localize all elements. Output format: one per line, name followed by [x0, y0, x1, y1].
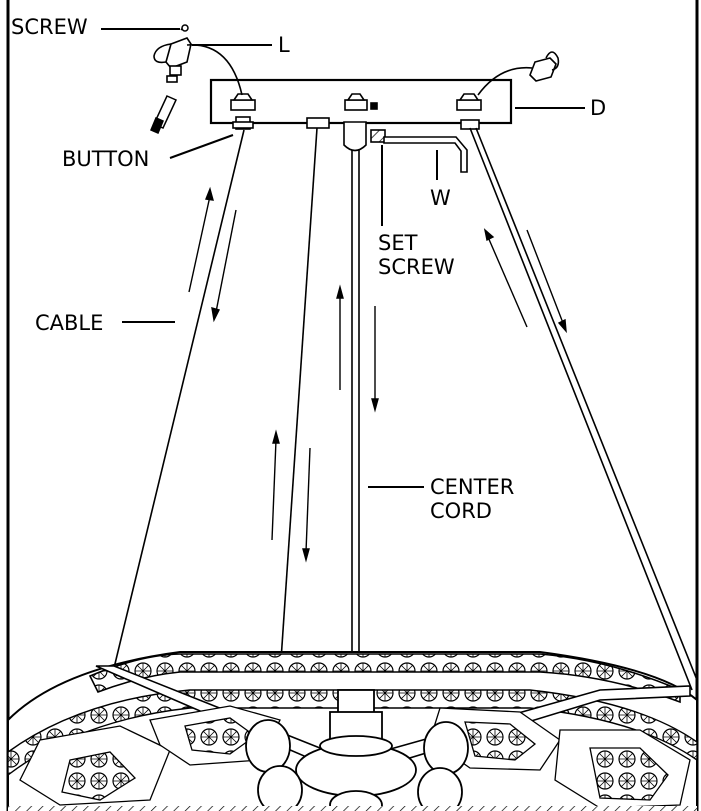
arrow-up-right [483, 228, 528, 328]
screw-part [180, 24, 189, 32]
socket-2 [423, 721, 469, 775]
socket-1 [245, 719, 291, 773]
arrow-down-center-2 [302, 447, 311, 563]
bottom-trim [8, 806, 697, 811]
chandelier-body [7, 651, 698, 811]
label-center-cord-line2: CORD [430, 499, 492, 523]
label-screw: SCREW [11, 15, 88, 39]
cable-left-outer [113, 129, 245, 669]
diamond-panel-left [19, 725, 171, 806]
cable-right-inner [469, 127, 693, 691]
label-d: D [590, 96, 606, 120]
diamond-panel-right [554, 729, 691, 809]
arrow-down-right [526, 229, 567, 334]
label-w: W [430, 186, 451, 210]
center-cord [351, 150, 360, 700]
cable-gripper-left [150, 95, 178, 134]
cable-button-left [230, 93, 256, 130]
light-sockets [245, 719, 469, 811]
allen-wrench [383, 136, 468, 173]
arrow-down-center-1 [371, 306, 379, 413]
cable-right-outer [475, 127, 698, 681]
direction-arrows [188, 186, 567, 563]
arrow-up-left-1 [188, 186, 214, 293]
label-set-screw-line1: SET [378, 231, 418, 255]
center-nut [344, 93, 378, 111]
label-set-screw-line2: SCREW [378, 255, 455, 279]
arrow-up-center-2 [271, 429, 280, 541]
cable-button-right [456, 93, 482, 130]
leader-lines [101, 28, 585, 488]
arrow-up-center-1 [336, 284, 344, 390]
socket-3 [257, 765, 303, 811]
crystal-band [88, 653, 681, 704]
label-l: L [278, 33, 290, 57]
label-cable: CABLE [35, 311, 103, 335]
labels: SCREW L D BUTTON W SET SCREW CABLE CENTE… [11, 15, 606, 523]
arrow-down-left-1 [211, 209, 237, 323]
label-button: BUTTON [62, 147, 149, 171]
cord-button-center-left [306, 117, 330, 129]
center-fixture [295, 689, 417, 797]
label-center-cord-line1: CENTER [430, 475, 514, 499]
socket-4 [417, 767, 463, 811]
leader-button [169, 134, 234, 159]
center-hub [343, 121, 386, 152]
l-bracket-right [477, 51, 560, 96]
